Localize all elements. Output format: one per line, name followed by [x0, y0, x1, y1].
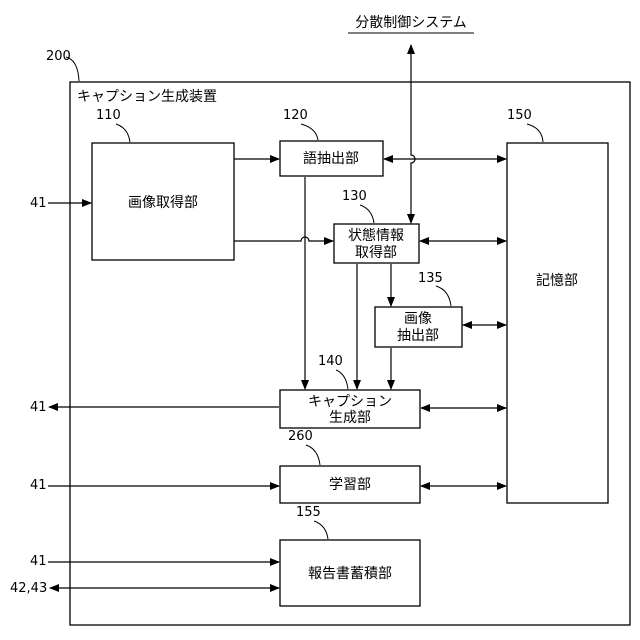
block-report-storage-ref: 155	[296, 505, 321, 520]
block-image-extraction-label-line2: 抽出部	[397, 328, 439, 344]
block-storage-label: 記憶部	[536, 272, 578, 289]
io-ref-report-io: 42,43	[10, 581, 47, 596]
block-word-extraction-label: 語抽出部	[303, 151, 359, 167]
block-image-extraction-label-line1: 画像	[404, 311, 432, 327]
block-word-extraction-ref: 120	[283, 108, 308, 123]
block-caption-generation-label-line1: キャプション	[308, 394, 392, 410]
io-ref-image-input: 41	[30, 196, 47, 211]
container-title: キャプション生成装置	[77, 89, 217, 105]
top-label-distributed-control-system: 分散制御システム	[355, 15, 467, 31]
block-image-acquisition-label: 画像取得部	[128, 194, 198, 211]
container-ref: 200	[46, 49, 71, 64]
block-image-acquisition-ref: 110	[96, 108, 121, 123]
block-image-extraction-ref: 135	[418, 271, 443, 286]
block-report-storage-label: 報告書蓄積部	[308, 566, 392, 582]
block-learning-ref: 260	[288, 429, 313, 444]
block-caption-generation-label-line2: 生成部	[329, 410, 371, 426]
io-ref-learning-input: 41	[30, 478, 47, 493]
io-ref-caption-output: 41	[30, 400, 47, 415]
block-caption-generation-ref: 140	[318, 354, 343, 369]
block-storage	[507, 143, 608, 503]
block-state-info-label-line2: 取得部	[355, 244, 397, 261]
block-learning-label: 学習部	[329, 477, 371, 493]
block-storage-ref: 150	[507, 108, 532, 123]
io-ref-report-input: 41	[30, 554, 47, 569]
block-state-info-label-line1: 状態情報	[348, 228, 404, 244]
block-state-info-ref: 130	[342, 189, 367, 204]
